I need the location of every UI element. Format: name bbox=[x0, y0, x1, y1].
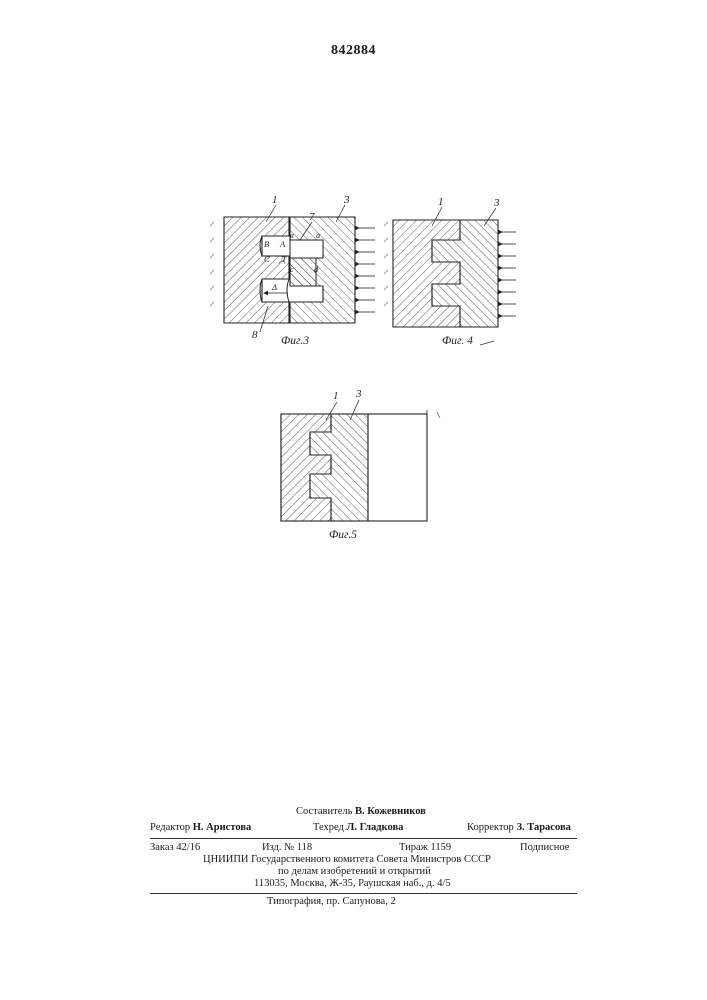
editor-line: Редактор Н. Аристова bbox=[150, 822, 251, 833]
org-line-1: ЦНИИПИ Государственного комитета Совета … bbox=[203, 854, 491, 865]
corrector-name: З. Тарасова bbox=[516, 822, 570, 833]
address: 113035, Москва, Ж-35, Раушская наб., д. … bbox=[254, 878, 451, 889]
order: Заказ 42/16 bbox=[150, 842, 200, 853]
compiler-line: Составитель В. Кожевников bbox=[296, 806, 426, 817]
editor-label: Редактор bbox=[150, 822, 190, 833]
techred-name: Л. Гладкова bbox=[347, 822, 404, 833]
editor-name: Н. Аристова bbox=[193, 822, 251, 833]
corrector-label: Корректор bbox=[467, 822, 514, 833]
issue: Изд. № 118 bbox=[262, 842, 312, 853]
rule-top bbox=[150, 838, 577, 839]
techred-label: Техред bbox=[313, 822, 344, 833]
printer: Типография, пр. Сапунова, 2 bbox=[267, 896, 396, 907]
techred-line: Техред Л. Гладкова bbox=[313, 822, 403, 833]
circulation: Тираж 1159 bbox=[399, 842, 451, 853]
org-line-2: по делам изобретений и открытий bbox=[278, 866, 431, 877]
corrector-line: Корректор З. Тарасова bbox=[467, 822, 571, 833]
rule-bottom bbox=[150, 893, 577, 894]
compiler-label: Составитель bbox=[296, 806, 352, 817]
compiler-name: В. Кожевников bbox=[355, 806, 426, 817]
subscription: Подписное bbox=[520, 842, 569, 853]
